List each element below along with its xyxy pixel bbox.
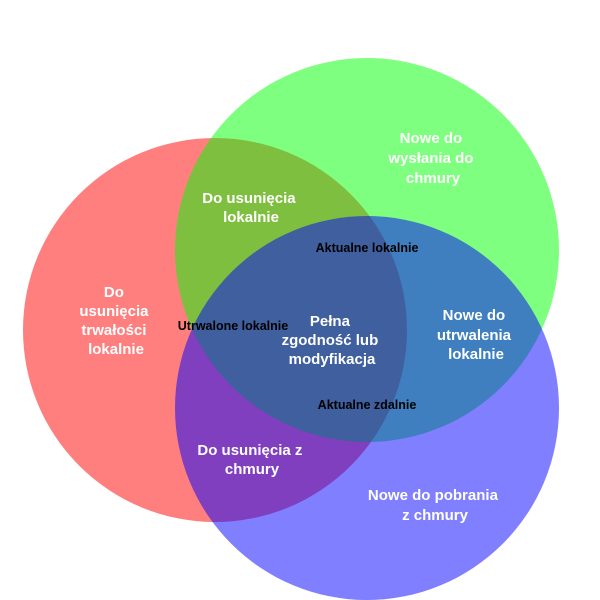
region-green-blue-label: Nowe do utrwalenia lokalnie — [437, 307, 515, 363]
set-label-aktualne-lokalnie: Aktualne lokalnie — [316, 241, 419, 255]
region-red-blue-label: Do usunięcia z chmury — [197, 442, 306, 478]
region-red-only-label: Do usunięcia trwałości lokalnie — [79, 284, 152, 358]
set-label-aktualne-zdalnie: Aktualne zdalnie — [318, 398, 417, 412]
region-center-label: Pełna zgodność lub modyfikacja — [282, 313, 383, 368]
region-blue-only-label: Nowe do pobrania z chmury — [368, 487, 502, 524]
venn-circles — [23, 58, 559, 600]
region-red-green-label: Do usunięcia lokalnie — [202, 190, 300, 226]
blue-circle-aktualne-zdalnie — [175, 216, 559, 600]
set-label-utrwalone-lokalnie: Utrwalone lokalnie — [178, 319, 288, 333]
region-green-only-label: Nowe do wysłania do chmury — [387, 130, 477, 187]
